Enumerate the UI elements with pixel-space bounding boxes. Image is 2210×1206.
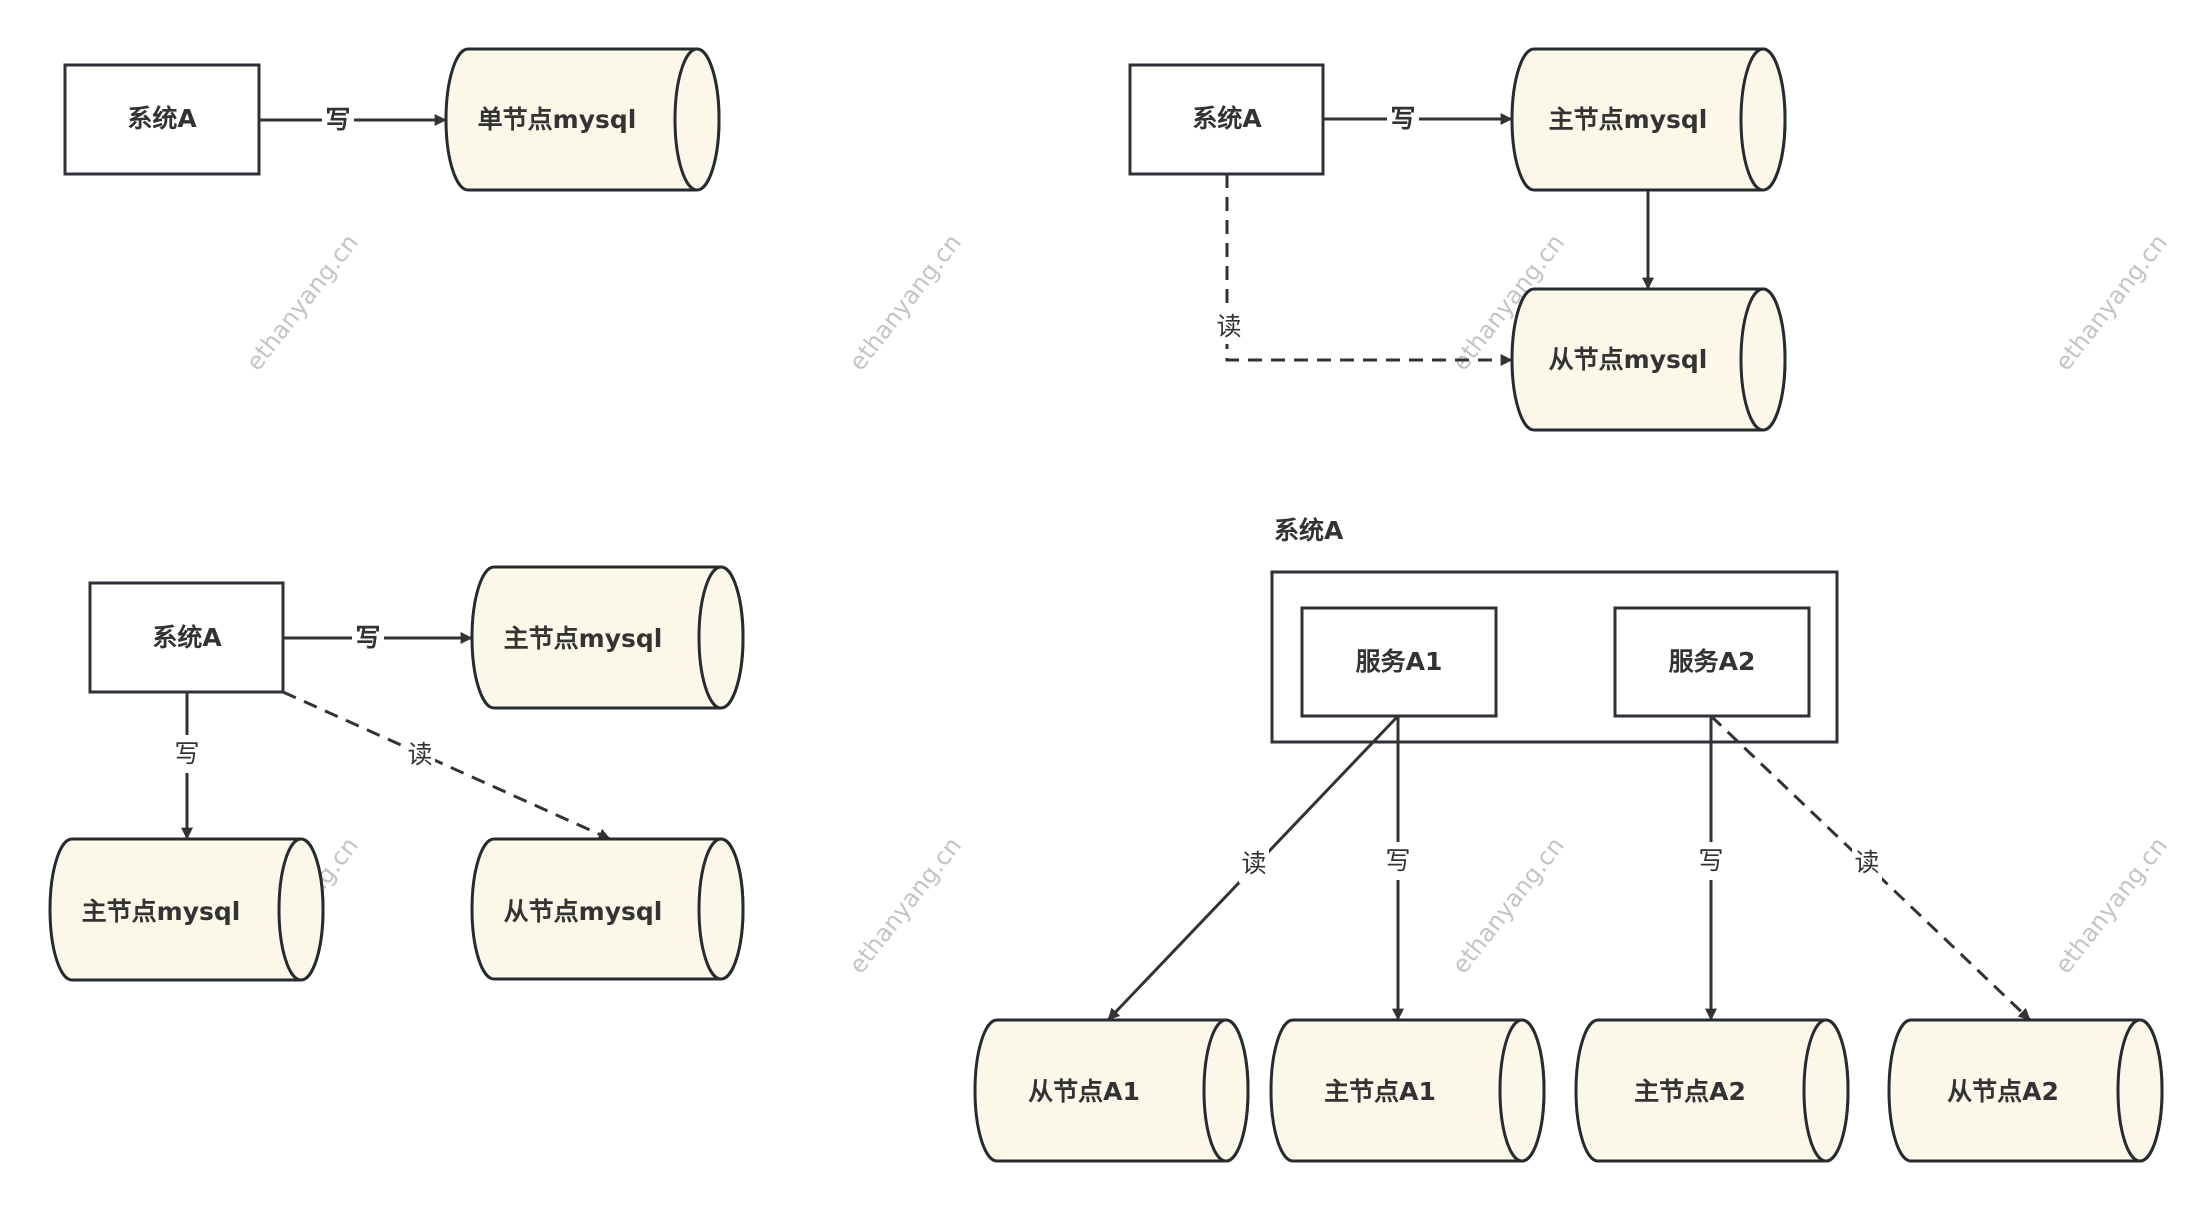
slave-a1-label: 从节点A1 [1028,1077,1140,1106]
cylinder-cap [2116,1018,2164,1163]
slave-a2-label: 从节点A2 [1947,1077,2059,1106]
system-a-label: 系统A [1192,104,1262,133]
cylinder-cap [673,47,721,192]
slave-a2-node[interactable] [1887,1018,2164,1163]
read-label: 读 [1854,848,1879,877]
write-label: 写 [1390,104,1415,133]
write-label: 写 [174,739,199,768]
edge-read[interactable]: 读 [282,690,611,841]
master-a1-label: 主节点A1 [1324,1077,1436,1106]
read-label: 读 [1216,312,1241,341]
master-a2-label: 主节点A2 [1634,1077,1746,1106]
write-label: 写 [1385,846,1410,875]
edge-write-down[interactable]: 写 [172,692,202,840]
diagram-master-slave: 系统A 写 读 主节点mysql 从节点mysql [1128,47,1787,432]
cylinder-cap [1202,1018,1250,1163]
system-a-label: 系统A [152,623,222,652]
master-mysql-node[interactable] [1510,47,1787,192]
slave-a1-node[interactable] [973,1018,1250,1163]
watermark: ethanyang.cn [2049,832,2172,979]
diagram-service-split: 系统A 服务A1 服务A2 读 写 写 读 [973,516,2164,1163]
slave-mysql-label: 从节点mysql [1549,345,1708,374]
edge-label-bg [1239,845,1269,883]
edge-label-bg [1696,842,1726,880]
system-a-group-label: 系统A [1274,516,1344,545]
edge-label-bg [1214,310,1242,344]
edge-write-right[interactable]: 写 [283,622,473,654]
master-mysql-label: 主节点mysql [1549,105,1708,134]
write-label: 写 [325,105,350,134]
watermark: ethanyang.cn [2049,229,2172,376]
cylinder-cap [277,837,325,982]
system-a-box [1128,63,1325,176]
edge-label-bg [1852,845,1882,883]
watermark: ethanyang.cn [843,229,966,376]
service-a1-node[interactable]: 服务A1 [1300,606,1498,718]
edge-a2-write[interactable]: 写 [1696,716,1726,1021]
master-a2-node[interactable] [1574,1018,1850,1163]
single-mysql-node[interactable] [444,47,721,192]
slave-mysql-node[interactable] [470,837,745,981]
master-mysql-left-node[interactable] [48,837,325,982]
edge-a1-read[interactable]: 读 [1106,714,1400,1022]
read-arrow [1225,174,1513,366]
master-mysql-left-label: 主节点mysql [82,897,241,926]
cylinder-cap [697,837,745,981]
master-a1-node[interactable] [1269,1018,1546,1163]
edge-label-bg [1387,103,1419,135]
watermark: ethanyang.cn [843,832,966,979]
service-a2-label: 服务A2 [1669,647,1756,676]
edge-a1-write[interactable]: 写 [1383,716,1413,1021]
edge-label-bg [405,738,435,772]
read-arrow [282,690,611,841]
edge-label-bg [322,104,354,136]
diagram-dual-write: 系统A 写 写 读 主节点mysql 主节点mysql 从节点mysql [48,565,745,982]
edge-write[interactable]: 写 [1323,103,1513,135]
cylinder-cap [1498,1018,1546,1163]
write-label: 写 [355,623,380,652]
write-label: 写 [1698,846,1723,875]
system-a-node[interactable]: 系统A [1128,63,1325,176]
service-a1-label: 服务A1 [1356,647,1443,676]
edge-a2-read[interactable]: 读 [1709,714,2032,1022]
edge-label-bg [352,622,384,654]
edge-label-bg [172,735,202,773]
edge-label-bg [1383,842,1413,880]
cylinder-cap [1739,47,1787,192]
system-a-node[interactable]: 系统A [63,63,261,176]
service-a1-box [1300,606,1498,718]
edge-read[interactable]: 读 [1214,174,1513,366]
diagram-single-node: 系统A 写 单节点mysql [63,47,721,192]
slave-mysql-node[interactable] [1510,287,1787,432]
service-a2-node[interactable]: 服务A2 [1613,606,1811,718]
slave-mysql-label: 从节点mysql [504,897,663,926]
cylinder-cap [1802,1018,1850,1163]
edge-write[interactable]: 写 [259,104,447,136]
master-mysql-right-label: 主节点mysql [504,624,663,653]
watermark: ethanyang.cn [1446,832,1569,979]
watermark: ethanyang.cn [240,229,363,376]
read-label: 读 [1241,849,1266,878]
cylinder-cap [1739,287,1787,432]
master-mysql-right-node[interactable] [470,565,745,710]
system-a-label: 系统A [127,104,197,133]
service-a2-box [1613,606,1811,718]
system-a-node[interactable]: 系统A [88,581,285,694]
cylinder-cap [697,565,745,710]
system-a-box [63,63,261,176]
single-mysql-label: 单节点mysql [478,105,637,134]
read-label: 读 [407,740,432,769]
